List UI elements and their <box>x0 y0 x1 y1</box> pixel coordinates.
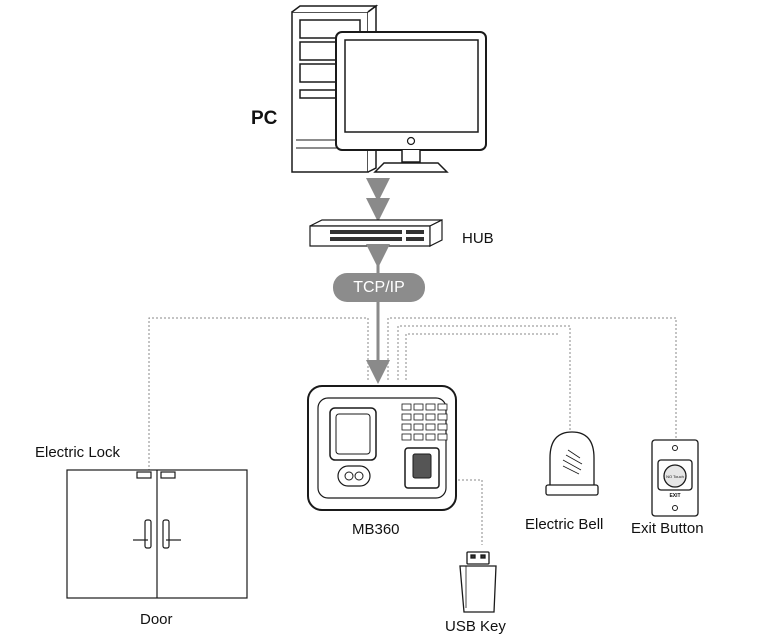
mb360-terminal <box>307 385 457 511</box>
pc-label: PC <box>251 108 278 129</box>
wire-to-electric-bell <box>397 325 571 430</box>
exit-button-inner-text: NO Touch <box>666 474 684 479</box>
exit-button-label: Exit Button <box>631 520 704 537</box>
wire-to-usb-key <box>458 479 483 545</box>
electric-bell <box>545 431 599 496</box>
electric-lock-label: Electric Lock <box>35 444 121 461</box>
tcp-ip-badge: TCP/IP <box>333 273 425 302</box>
device-label: MB360 <box>352 521 400 538</box>
door <box>66 469 248 599</box>
pc-monitor <box>335 31 487 173</box>
wire-to-exit-button <box>387 317 677 440</box>
electric-bell-label: Electric Bell <box>525 516 604 533</box>
door-label: Door <box>140 611 173 628</box>
wire-to-bell-return <box>405 333 560 380</box>
hub-label: HUB <box>462 230 494 247</box>
exit-plate-text: EXIT <box>669 493 680 499</box>
hub-device <box>309 219 443 247</box>
exit-button: NO Touch EXIT <box>651 439 699 517</box>
usb-key-label: USB Key <box>445 618 506 635</box>
usb-key <box>459 551 497 613</box>
